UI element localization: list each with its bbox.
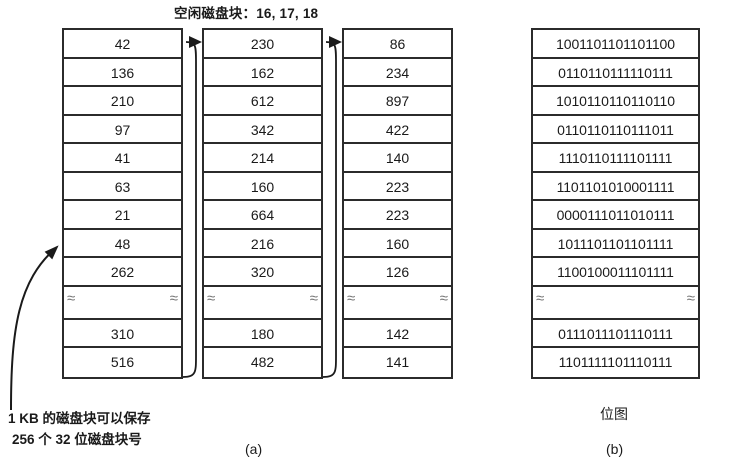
squiggle-icon: ≈ [67,289,76,307]
block-1-continuation-gap: ≈≈ [64,287,181,320]
block-1-entry: 516 [110,354,135,370]
squiggle-icon: ≈ [207,289,216,307]
block-2-entry: 162 [204,59,321,87]
block-1-entry: 97 [64,116,181,144]
squiggle-icon: ≈ [347,289,356,307]
block-1-entry: 310 [64,320,181,348]
block-2-entry: 320 [204,258,321,287]
block-2-entry: 664 [204,201,321,230]
block-3-entry: 160 [344,230,451,258]
block-2-entry: 230 [204,30,321,59]
block-1-entry: 210 [64,87,181,116]
bitmap-label: 位图 [600,406,628,422]
bitmap-entry: 1010110110110110 [533,87,698,116]
bitmap-continuation-gap: ≈≈ [533,287,698,320]
block-1-entry: 136 [64,59,181,87]
block-3-entry: 126 [344,258,451,287]
bitmap-entry: 1001101101101100 [533,30,698,59]
block-1-entry: 42 [64,30,181,59]
block-2-entry: 180 [204,320,321,348]
bitmap-entry: 1101111101110111 [558,354,673,370]
squiggle-icon: ≈ [686,289,695,307]
block-3-entry: 223 [344,201,451,230]
caption-b: (b) [606,441,624,457]
block-2-entry: 214 [204,144,321,173]
block-3-entry: 223 [344,173,451,201]
block1-to-block2-arrowhead [189,36,202,48]
note-line-2: 256 个 32 位磁盘块号 [12,432,142,447]
bitmap-entry: 1100100011101111 [533,258,698,287]
bitmap-entry: 0111011101110111 [533,320,698,348]
block-2-entry: 160 [204,173,321,201]
block-2-entry: 342 [204,116,321,144]
note-pointer-curve [10,246,58,411]
squiggle-icon: ≈ [169,289,178,307]
block-2-continuation-gap: ≈≈ [204,287,321,320]
block-1-entry: 63 [64,173,181,201]
block-3-entry: 234 [344,59,451,87]
block-2-entry: 216 [204,230,321,258]
block-3-entry: 86 [344,30,451,59]
squiggle-icon: ≈ [309,289,318,307]
block-3-entry: 141 [385,354,410,370]
squiggle-icon: ≈ [439,289,448,307]
block-3-entry: 422 [344,116,451,144]
note-pointer-arrowhead [44,245,59,260]
squiggle-icon: ≈ [536,289,545,307]
bitmap-entry: 1011101101101111 [533,230,698,258]
figure-title: 空闲磁盘块：16, 17, 18 [174,6,319,21]
bitmap-entry: 1101101010001111 [533,173,698,201]
bitmap-entry: 0110110111110111 [533,59,698,87]
block-3-continuation-gap: ≈≈ [344,287,451,320]
block2-to-block3-arrowhead [329,36,342,48]
note-line-1: 1 KB 的磁盘块可以保存 [8,411,151,426]
block-3-entry: 140 [344,144,451,173]
bitmap-entry: 1110110111101111 [533,144,698,173]
block-3-entry: 142 [344,320,451,348]
block-3-entry: 897 [344,87,451,116]
bitmap-entry: 0110110110111011 [533,116,698,144]
block-1-entry: 262 [64,258,181,287]
caption-a: (a) [245,441,263,457]
block-1-entry: 48 [64,230,181,258]
block-2-entry: 482 [250,354,275,370]
block2-to-block3-curve [322,41,337,378]
block-1-entry: 21 [64,201,181,230]
block1-to-block2-curve [182,41,197,378]
block-1-entry: 41 [64,144,181,173]
bitmap-entry: 0000111011010111 [533,201,698,230]
block-2-entry: 612 [204,87,321,116]
